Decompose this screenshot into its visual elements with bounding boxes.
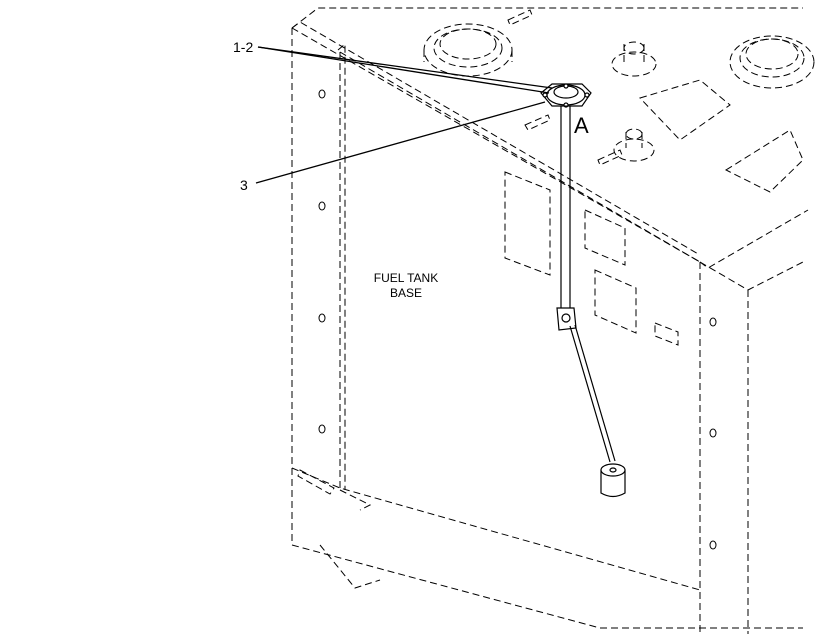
callout-3: 3	[240, 177, 248, 193]
leader-1-2-a	[257, 46, 550, 94]
float	[600, 463, 626, 498]
sender-pivot	[556, 307, 577, 331]
leader-lines	[255, 46, 553, 184]
note-fuel-tank: FUEL TANK	[374, 271, 438, 285]
breather-cap-lower	[613, 128, 655, 162]
note-base: BASE	[390, 286, 422, 300]
filler-neck-left	[423, 23, 513, 77]
callout-1-2: 1-2	[233, 39, 253, 55]
fuel-tank-outline	[291, 7, 809, 634]
leader-1-2-b	[257, 46, 553, 89]
breather-cap-upper	[611, 41, 657, 77]
float-arm	[569, 324, 616, 463]
fuel-level-sender	[540, 83, 626, 498]
leader-3	[255, 101, 546, 184]
sender-tube	[560, 106, 571, 310]
sender-flange	[540, 83, 592, 108]
mounting-holes	[318, 89, 717, 550]
view-label-a: A	[574, 113, 589, 138]
filler-neck-right	[729, 35, 815, 89]
